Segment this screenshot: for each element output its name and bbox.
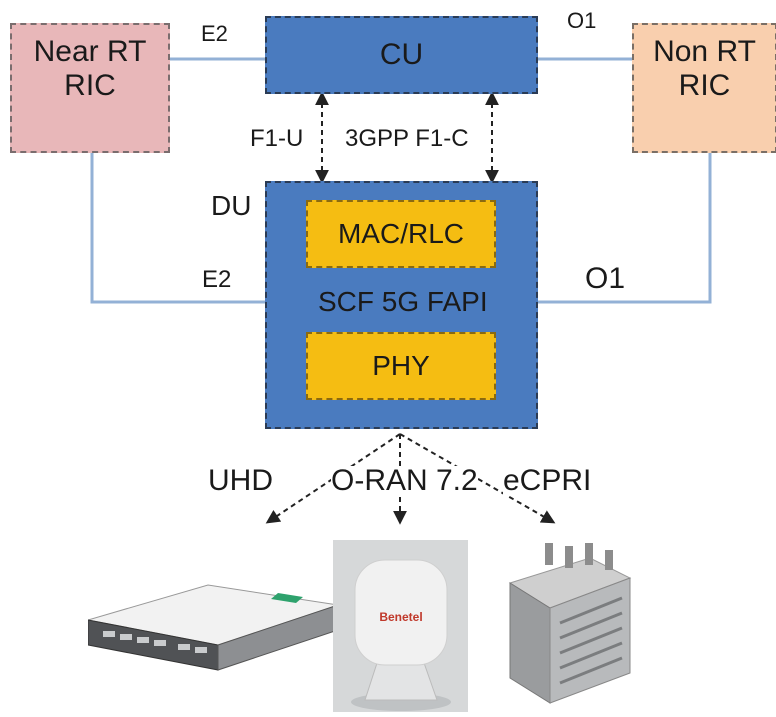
f1c-label: 3GPP F1-C [345,125,469,152]
o1-side-connector [538,153,712,304]
cu-label: CU [379,37,424,71]
antenna-device: Benetel [333,540,468,712]
near-rt-ric-label: Near RT RIC [33,34,147,103]
mac-rlc-box: MAC/RLC [306,200,496,268]
mac-rlc-label: MAC/RLC [337,217,464,249]
uhd-label: UHD [208,464,273,497]
outdoor-rru-device [508,543,632,704]
phy-label: PHY [372,349,430,381]
ecpri-arrow [399,433,556,524]
radio-logo-text: Benetel [379,610,423,624]
oran-label: O-RAN 7.2 [331,464,478,497]
fapi-label: SCF 5G FAPI [318,286,488,317]
o1-side-label: O1 [585,262,626,295]
e2-side-label: E2 [202,266,232,293]
non-rt-ric-label: Non RT RIC [653,34,756,103]
e2-side-connector [90,153,265,304]
f1u-label: F1-U [250,125,304,152]
e2-top-label: E2 [201,21,228,46]
cu-box: CU [265,16,538,94]
ecpri-label: eCPRI [503,464,592,497]
near-rt-ric-box: Near RT RIC [10,23,170,153]
o1-top-label: O1 [567,8,597,33]
phy-box: PHY [306,332,496,400]
uhd-radio-device [88,584,338,671]
du-label: DU [211,190,252,221]
non-rt-ric-box: Non RT RIC [632,23,776,153]
